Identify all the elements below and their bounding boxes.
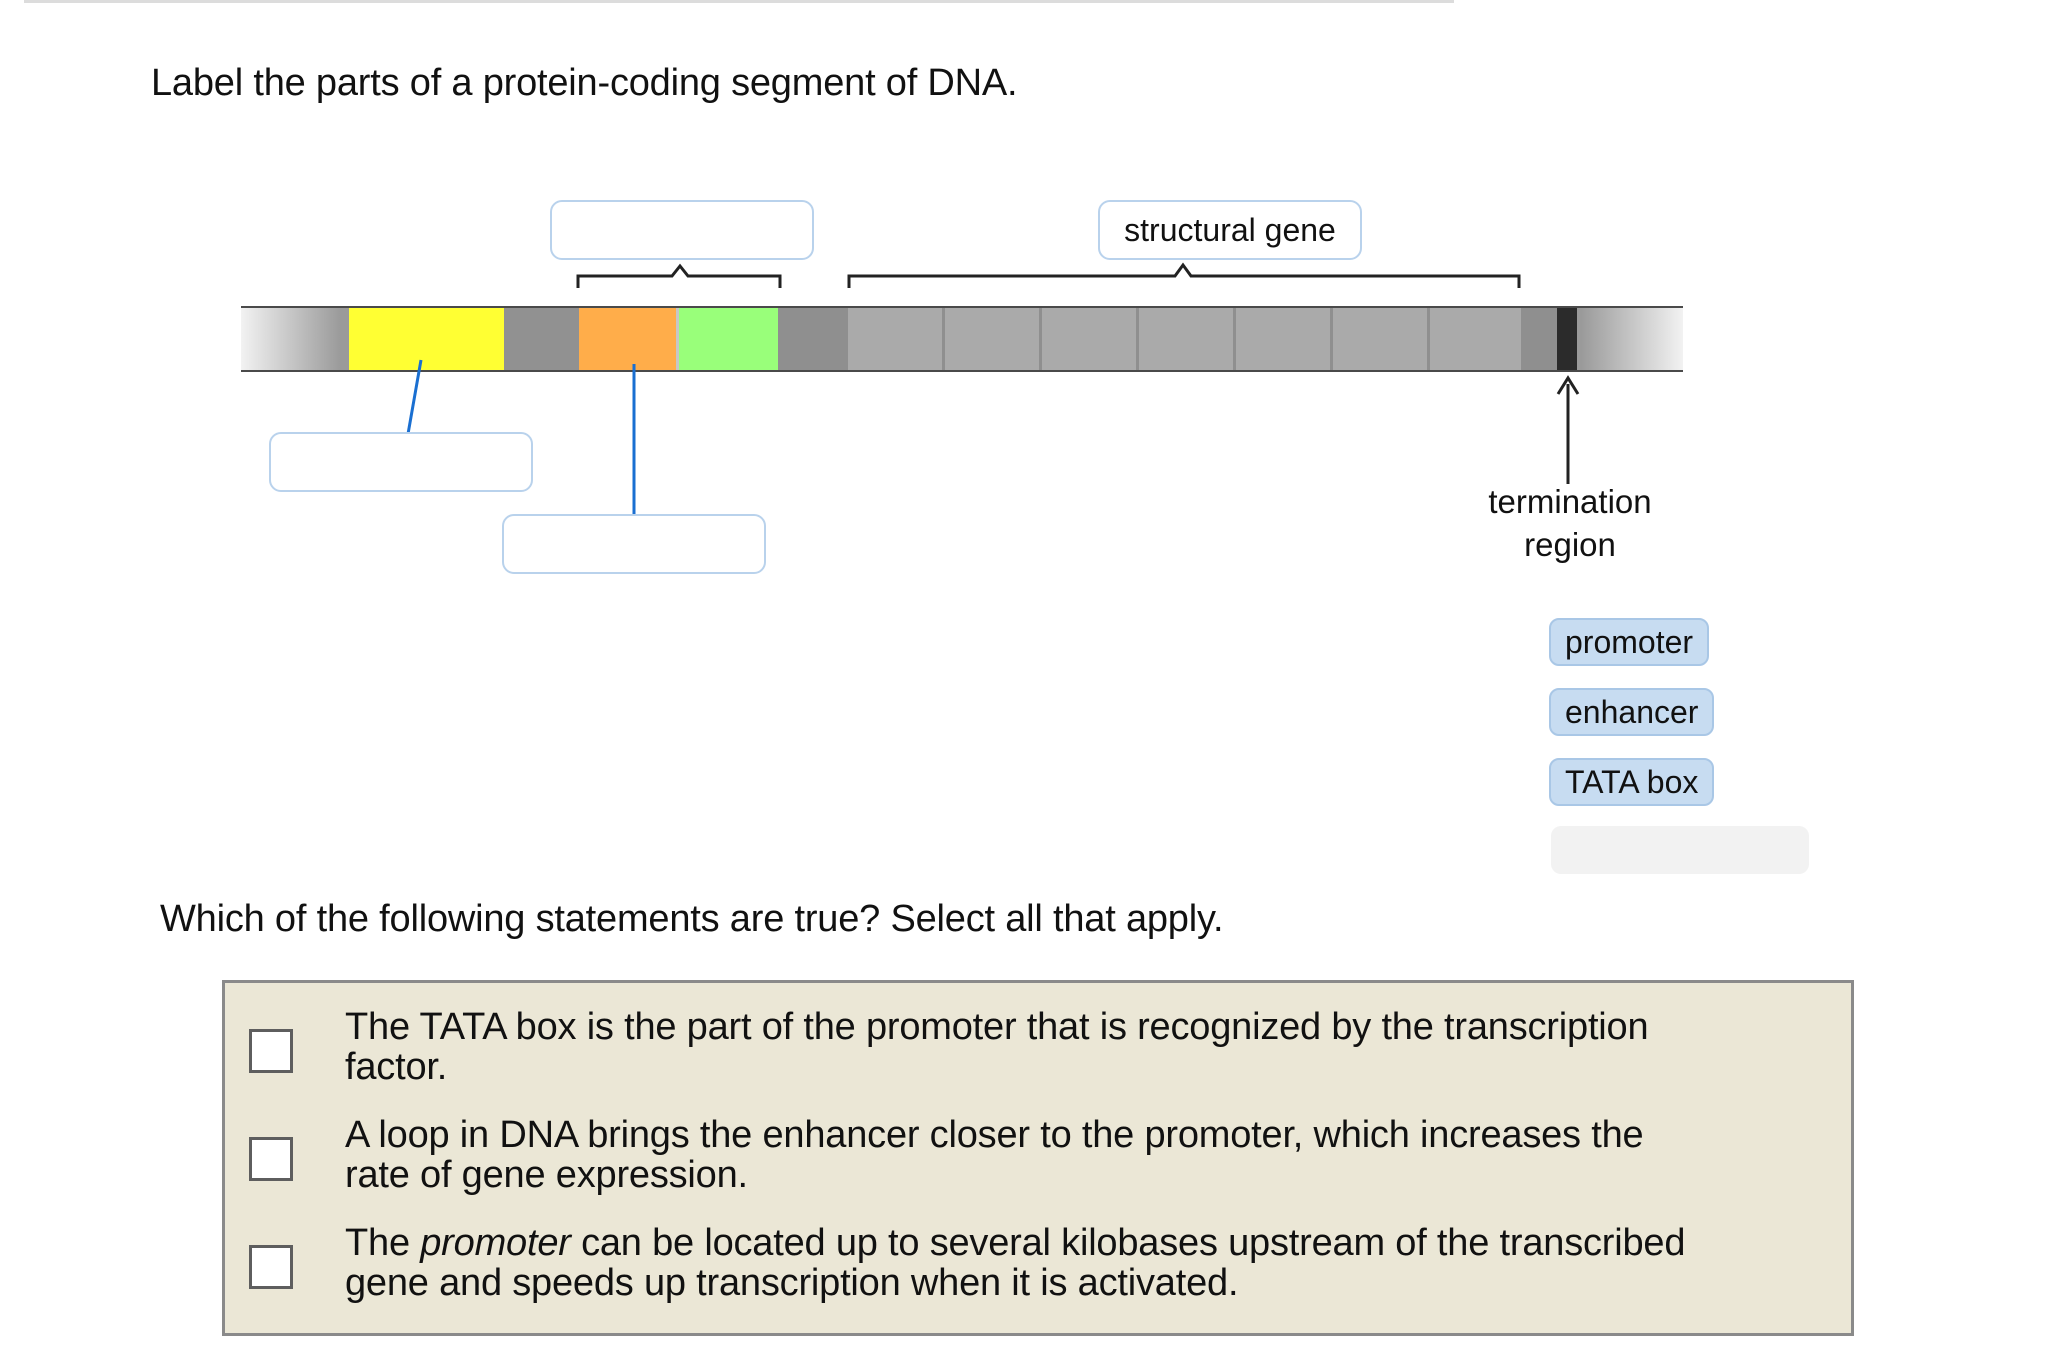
promoter-green-region [676, 308, 778, 370]
structural-gene-block [848, 308, 945, 370]
option-3-line1: The promoter can be located up to severa… [345, 1223, 1835, 1263]
spacer-region [778, 308, 848, 370]
termination-arrow-head [1556, 375, 1580, 395]
option-row-3: The promoter can be located up to severa… [225, 1217, 1851, 1307]
question-text: Which of the following statements are tr… [160, 898, 1224, 940]
label-drop-box-promoter[interactable] [550, 200, 814, 260]
option-3-line2: gene and speeds up transcription when it… [345, 1262, 1239, 1304]
enhancer-leader-line [406, 359, 423, 435]
gap-region [504, 308, 579, 370]
structural-gene-block [1042, 308, 1139, 370]
structural-gene-block [1236, 308, 1333, 370]
word-chip-promoter[interactable]: promoter [1549, 618, 1710, 666]
dna-segment [241, 306, 1683, 372]
option-2-line2: rate of gene expression. [345, 1154, 748, 1196]
termination-label-line1: termination [1488, 483, 1652, 520]
post-gene-region [1521, 308, 1557, 370]
word-chip-tata-box[interactable]: TATA box [1549, 758, 1715, 806]
option-row-1: The TATA box is the part of the promoter… [225, 1001, 1851, 1091]
label-drop-box-tata[interactable] [502, 514, 766, 574]
termination-mark [1557, 308, 1577, 370]
option-1-line1: The TATA box is the part of the promoter… [345, 1006, 1649, 1048]
option-3-text: The promoter can be located up to severa… [345, 1223, 1835, 1303]
promoter-brace [576, 263, 782, 288]
option-2-text: A loop in DNA brings the enhancer closer… [345, 1115, 1835, 1195]
structural-gene-brace [847, 262, 1521, 288]
option-2-line1: A loop in DNA brings the enhancer closer… [345, 1114, 1644, 1156]
option-2-checkbox[interactable] [249, 1137, 293, 1181]
structural-gene-block [1430, 308, 1521, 370]
tata-region [579, 308, 676, 370]
options-panel: The TATA box is the part of the promoter… [222, 980, 1854, 1336]
option-3-prefix: The [345, 1222, 421, 1264]
termination-region-label: termination region [1450, 480, 1690, 566]
label-drop-box-enhancer[interactable] [269, 432, 533, 492]
option-3-rest: can be located up to several kilobases u… [570, 1222, 1686, 1264]
option-1-checkbox[interactable] [249, 1029, 293, 1073]
option-1-text: The TATA box is the part of the promoter… [345, 1007, 1835, 1087]
top-divider [24, 0, 1454, 3]
structural-gene-block [1333, 308, 1430, 370]
structural-gene-label: structural gene [1098, 200, 1362, 260]
word-chip-enhancer[interactable]: enhancer [1549, 688, 1715, 736]
option-1-line2: factor. [345, 1046, 448, 1088]
option-row-2: A loop in DNA brings the enhancer closer… [225, 1109, 1851, 1199]
instruction-text: Label the parts of a protein-coding segm… [151, 62, 1018, 104]
structural-gene-block [945, 308, 1042, 370]
option-3-italic-term: promoter [420, 1222, 571, 1264]
structural-gene-block [1139, 308, 1236, 370]
termination-label-line2: region [1524, 526, 1616, 563]
option-3-checkbox[interactable] [249, 1245, 293, 1289]
enhancer-region [349, 308, 504, 370]
word-bank-empty-slot [1551, 826, 1809, 874]
